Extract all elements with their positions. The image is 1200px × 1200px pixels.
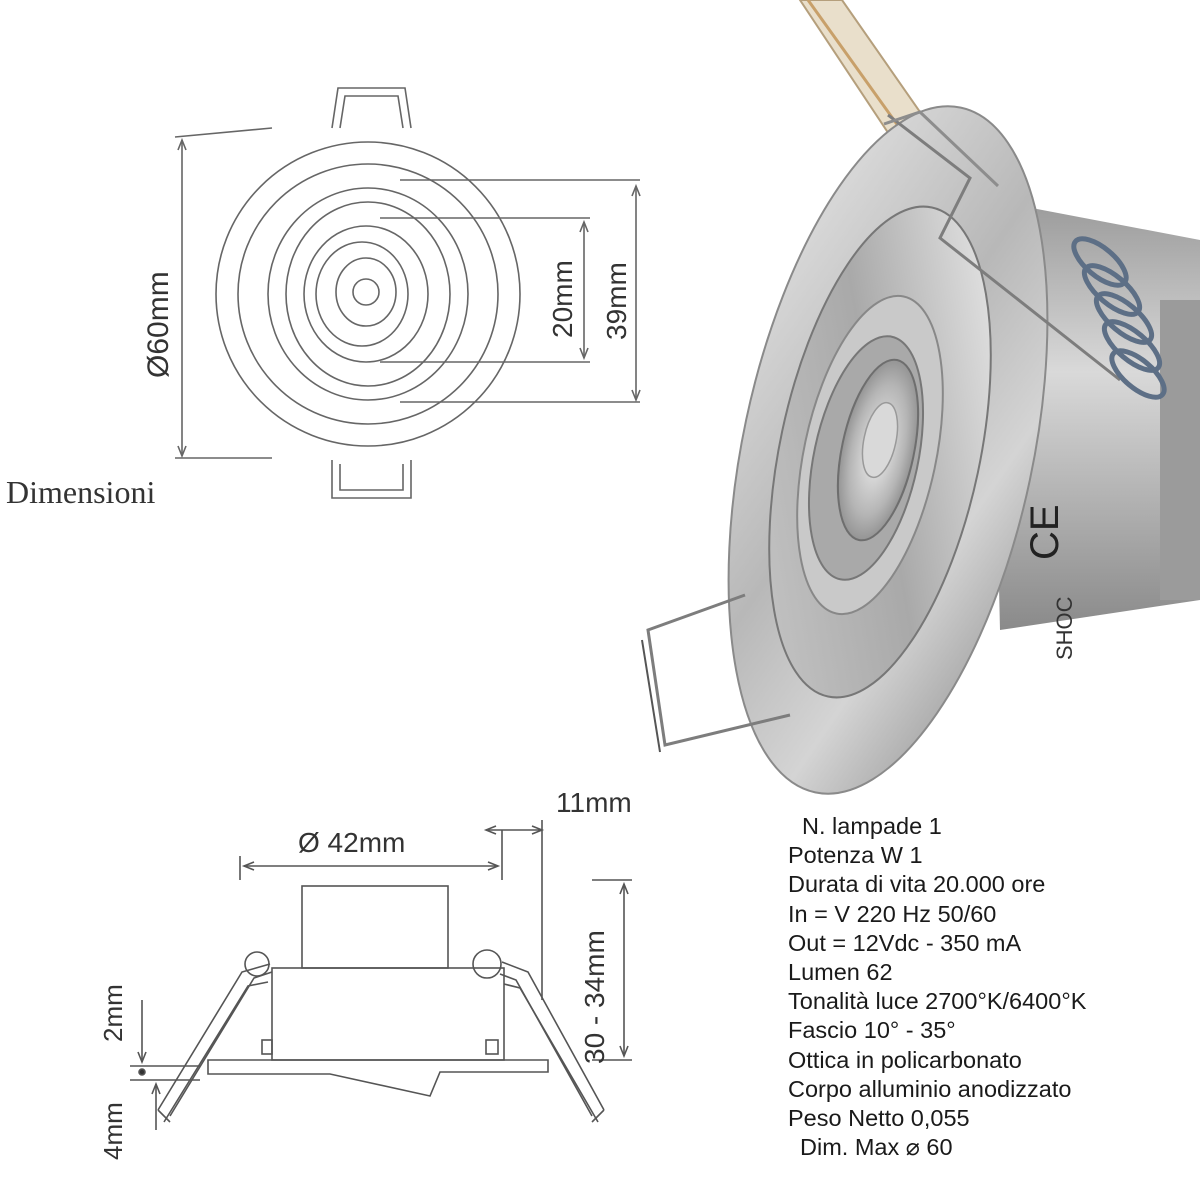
side-height-label: 30 - 34mm xyxy=(579,930,610,1064)
svg-text:SHOC: SHOC xyxy=(1052,596,1077,660)
side-view-drawing xyxy=(130,820,632,1130)
spec-item: N. lampade 1 xyxy=(802,813,942,839)
spec-item: Potenza W 1 xyxy=(788,842,923,869)
dim-outer-label: Ø60mm xyxy=(142,271,175,378)
top-tab xyxy=(331,87,412,129)
spec-item: Durata di vita 20.000 ore xyxy=(788,871,1046,898)
spring-clip-top xyxy=(887,113,1121,382)
coil-spring xyxy=(1071,236,1167,400)
spec-item: Dim. Max ⌀ 60 xyxy=(800,1134,953,1161)
spec-item: In = V 220 Hz 50/60 xyxy=(788,900,997,927)
side-gap-label: 2mm xyxy=(98,984,128,1042)
dim-inner-large-label: 39mm xyxy=(601,262,632,340)
body-label-text: SHOC xyxy=(1052,596,1077,660)
side-flange-label: 4mm xyxy=(98,1102,128,1160)
bottom-tab xyxy=(331,460,412,499)
svg-text:CE: CE xyxy=(1023,504,1067,560)
spec-item: Ottica in policarbonato xyxy=(788,1046,1022,1073)
dim-inner-small-label: 20mm xyxy=(547,260,578,338)
ce-mark: CE xyxy=(1023,504,1067,560)
lamp-flange-plate xyxy=(207,1059,549,1097)
outer-flange-circle xyxy=(215,141,521,447)
lamp-main-body xyxy=(271,967,505,1061)
top-view-drawing xyxy=(174,87,641,499)
spec-item: Tonalità luce 2700°K/6400°K xyxy=(788,988,1087,1015)
spec-item: Peso Netto 0,055 xyxy=(788,1105,970,1132)
drawing-caption: Dimensioni xyxy=(6,474,156,510)
spec-item: Lumen 62 xyxy=(788,959,893,986)
product-photo: CE SHOC xyxy=(641,0,1200,795)
spec-item: Corpo alluminio anodizzato xyxy=(788,1075,1072,1102)
spec-item: Fascio 10° - 35° xyxy=(788,1017,956,1044)
spec-item: Out = 12Vdc - 350 mA xyxy=(788,929,1022,956)
side-depth-label: 11mm xyxy=(556,787,632,818)
spring-clip-bottom xyxy=(646,593,791,747)
side-diameter-label: Ø 42mm xyxy=(298,827,405,858)
lamp-top-block xyxy=(301,885,449,969)
spec-list: N. lampade 1 Potenza W 1 Durata di vita … xyxy=(788,812,1196,1162)
